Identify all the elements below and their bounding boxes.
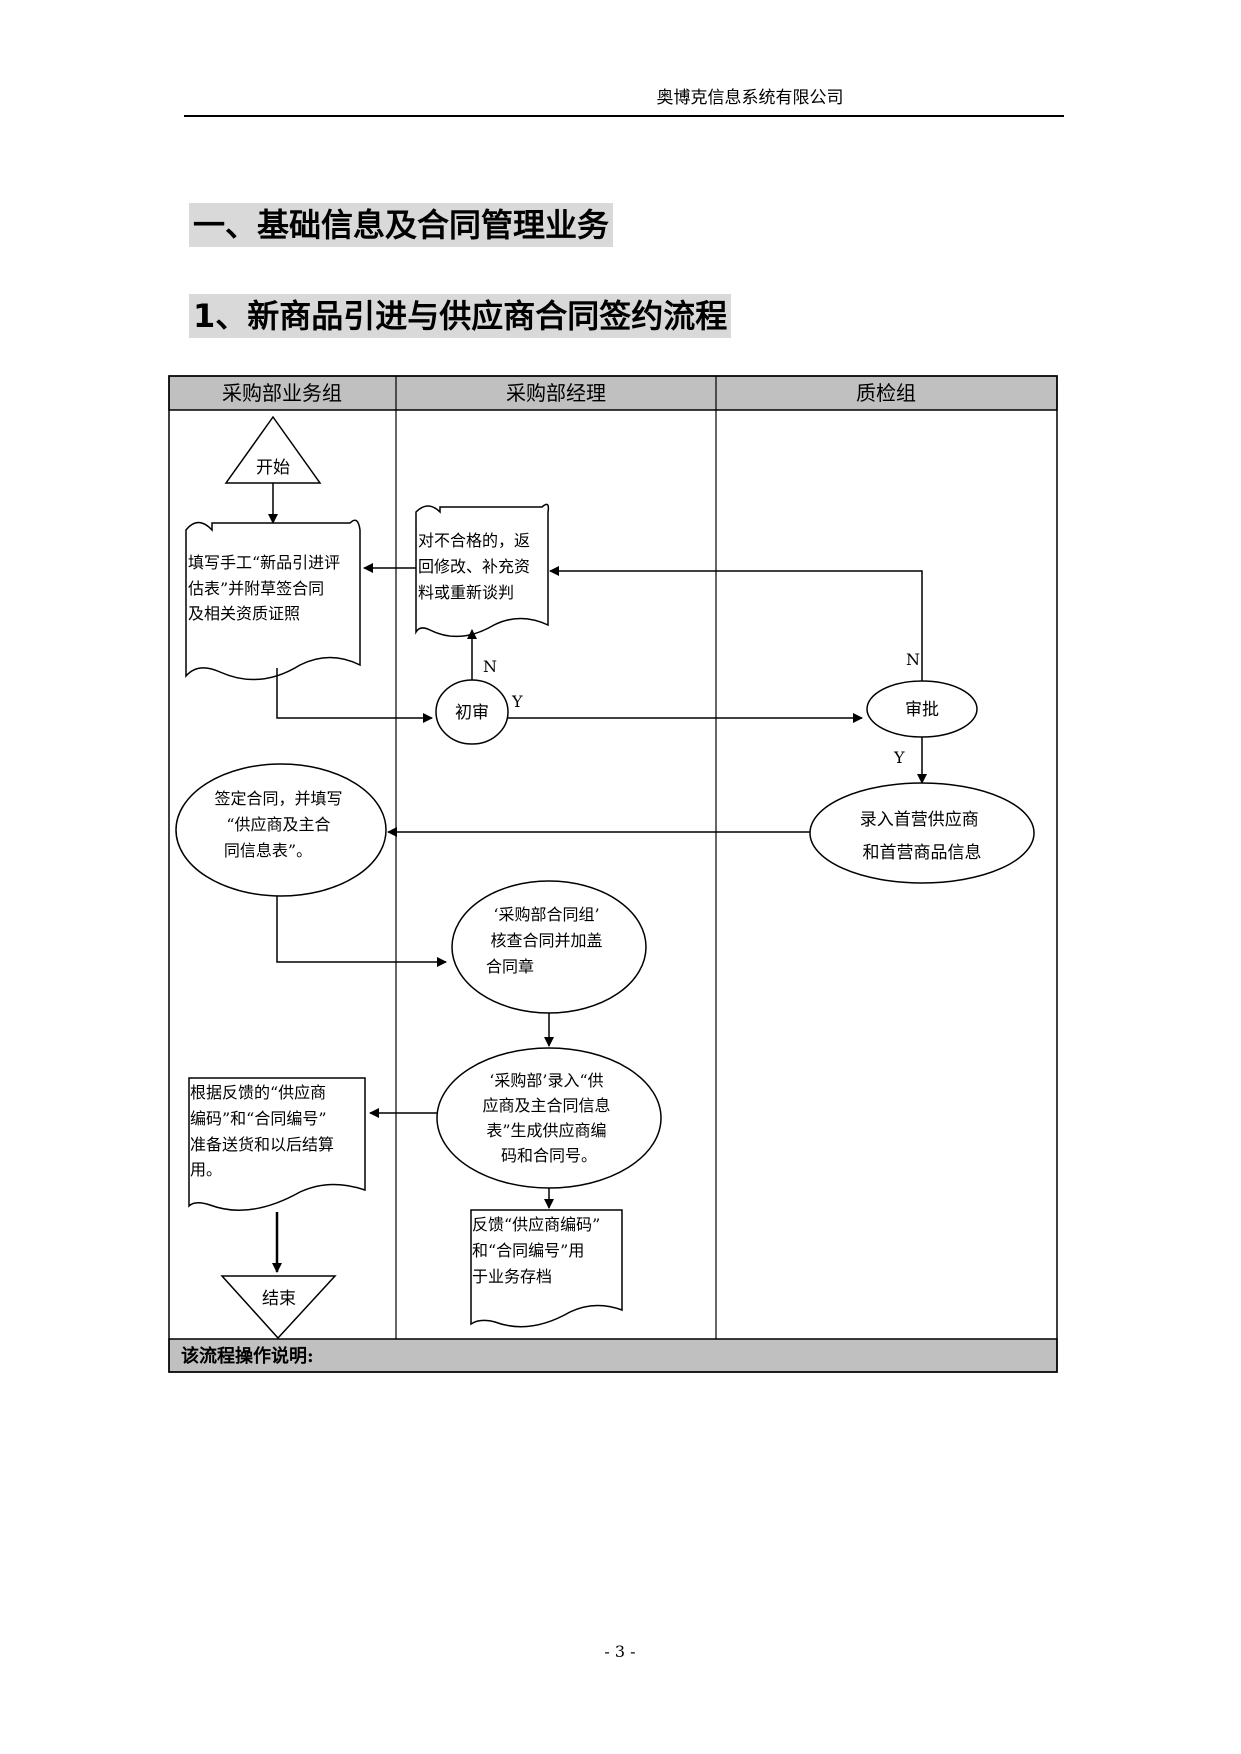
fill-form-document	[185, 519, 361, 681]
feedback-archive-document	[470, 1209, 623, 1328]
enter-supplier-text: 录入首营供应商 和首营商品信息	[860, 810, 984, 863]
return-modify-document	[415, 503, 550, 638]
end-label: 结束	[262, 1289, 296, 1309]
sign-contract-oval	[175, 763, 387, 897]
end-triangle	[220, 1275, 337, 1340]
initial-review-label: 初审	[455, 703, 489, 723]
check-contract-text: ‘采购部合同组’ 核查合同并加盖 合同章	[486, 905, 608, 976]
approve-label: 审批	[905, 700, 939, 720]
prepare-delivery-text: 根据反馈的“供应商 编码”和“合同编号” 准备送货和以后结算 用。	[190, 1083, 339, 1179]
enter-supplier-oval	[809, 782, 1035, 884]
header-company: 奥博克信息系统有限公司	[656, 88, 844, 108]
edge-approve-to-return	[549, 566, 923, 681]
enter-info-oval	[436, 1047, 662, 1189]
subsection-heading: 1、新商品引进与供应商合同签约流程	[189, 294, 732, 338]
fill-form-text: 填写手工“新品引进评 估表”并附草签合同 及相关资质证照	[188, 553, 345, 623]
edge-sign-to-check	[276, 896, 447, 967]
flow-footer-label: 该流程操作说明:	[181, 1345, 314, 1367]
section-heading: 一、基础信息及合同管理业务	[189, 203, 614, 247]
feedback-archive-text: 反馈“供应商编码” 和“合同编号”用 于业务存档	[472, 1215, 605, 1286]
flow-table-border	[168, 375, 1058, 1373]
sign-contract-text: 签定合同，并填写 “供应商及主合 同信息表”。	[214, 789, 347, 860]
header-rule	[184, 115, 1064, 117]
label-n-approve: N	[906, 650, 920, 669]
prepare-delivery-document	[188, 1077, 366, 1211]
label-n-review: N	[483, 657, 497, 676]
enter-info-text: ‘采购部’录入“供 应商及主合同信息 表”生成供应商编 码和合同号。	[482, 1071, 615, 1165]
label-y-review: Y	[511, 692, 523, 711]
page-number: - 3 -	[604, 1642, 636, 1661]
lane-title-purchasing-manager: 采购部经理	[506, 381, 606, 405]
return-modify-text: 对不合格的，返 回修改、补充资 料或重新谈判	[418, 531, 535, 602]
lane-title-qc-group: 质检组	[856, 381, 916, 405]
edge-form-to-review	[276, 668, 433, 723]
start-label: 开始	[256, 458, 290, 478]
label-y-approve: Y	[893, 748, 905, 767]
lane-title-purchasing-group: 采购部业务组	[222, 381, 342, 405]
